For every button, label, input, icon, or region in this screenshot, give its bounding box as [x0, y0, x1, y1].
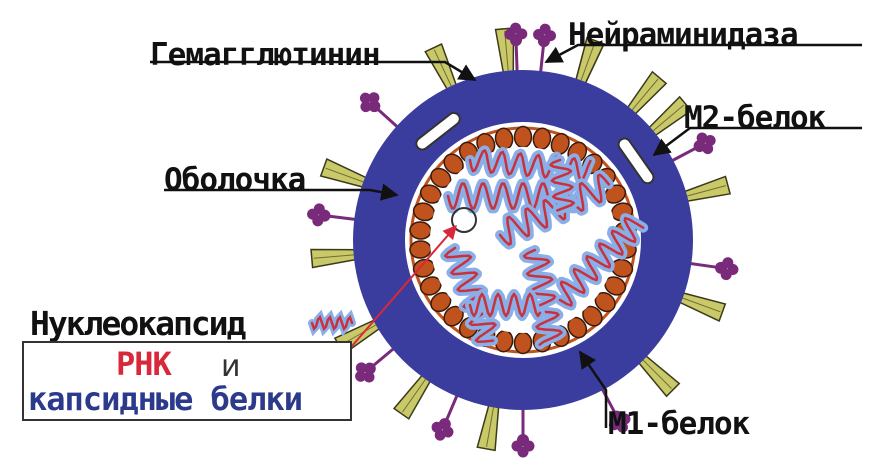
m1-protein-unit — [513, 125, 533, 149]
leader-neuraminidase — [544, 43, 862, 64]
leader-m1-protein — [578, 350, 608, 428]
legend-capsid-proteins: капсидные белки — [28, 380, 303, 418]
rna-segment-5 — [522, 248, 563, 346]
label-m1-protein: М1-белок — [608, 406, 750, 442]
hemagglutinin-spike-groove — [486, 407, 494, 447]
neuraminidase-spike-7 — [355, 341, 402, 383]
nucleocapsid-highlight-circle — [451, 207, 477, 233]
hemagglutinin-spike-groove — [325, 167, 364, 183]
neuraminidase-spike-6 — [431, 386, 462, 441]
neuraminidase-head-lobe — [363, 371, 375, 383]
hemagglutinin-spike-groove — [580, 42, 596, 81]
neuraminidase-head-lobe — [359, 92, 371, 104]
hemagglutinin-spike-groove — [682, 297, 721, 313]
label-envelope: Оболочка — [164, 162, 306, 198]
m2-channel-2 — [617, 137, 655, 185]
leader-envelope — [164, 183, 399, 201]
hemagglutinin-spike-groove — [402, 378, 426, 413]
neuraminidase-head-lobe — [517, 446, 529, 458]
m1-protein-unit — [513, 331, 533, 355]
leader-nucleocapsid-pointer — [351, 224, 457, 347]
neuraminidase-head-lobe — [727, 264, 739, 276]
hemagglutinin-spike-groove — [687, 185, 726, 197]
neuraminidase-head-center — [368, 100, 381, 113]
hemagglutinin-spike-groove — [652, 104, 685, 132]
hemagglutinin-spike-groove — [313, 254, 354, 259]
hemagglutinin-spike-groove — [433, 49, 452, 87]
neuraminidase-head-lobe — [434, 429, 446, 441]
neuraminidase-head-lobe — [704, 134, 716, 146]
leader-m2-protein — [652, 126, 862, 157]
rna-segment-7 — [468, 292, 542, 318]
neuraminidase-head-lobe — [510, 22, 522, 34]
neuraminidase-head-lobe — [539, 23, 551, 35]
leader-hemagglutinin — [150, 60, 477, 82]
nucleocapsid-legend-box: РНК и капсидные белки — [22, 341, 352, 421]
legend-rna: РНК — [116, 345, 172, 383]
neuraminidase-spike-2 — [663, 132, 716, 167]
neuraminidase-spike-8 — [307, 203, 365, 227]
label-nucleocapsid: Нуклеокапсид — [30, 304, 246, 343]
neuraminidase-head-center — [363, 362, 376, 375]
neuraminidase-head-lobe — [355, 362, 367, 374]
neuraminidase-head-lobe — [355, 370, 367, 382]
m2-channel-1 — [415, 111, 461, 151]
hemagglutinin-spike-groove — [631, 78, 659, 111]
nucleocapsid-sample-rna — [310, 314, 354, 332]
rna-segment-6 — [558, 216, 645, 307]
label-neuraminidase: Нейраминидаза — [568, 17, 799, 53]
neuraminidase-head-lobe — [368, 92, 380, 104]
neuraminidase-head-lobe — [617, 421, 629, 433]
neuraminidase-spike-3 — [681, 257, 739, 281]
label-hemagglutinin: Гемагглютинин — [150, 37, 381, 73]
neuraminidase-head-lobe — [307, 208, 319, 220]
neuraminidase-head-lobe — [360, 101, 372, 113]
rna-segment-8 — [549, 158, 576, 212]
label-m2-protein: М2-белок — [684, 100, 826, 136]
hemagglutinin-spike-groove — [642, 359, 672, 389]
legend-and: и — [221, 349, 240, 384]
